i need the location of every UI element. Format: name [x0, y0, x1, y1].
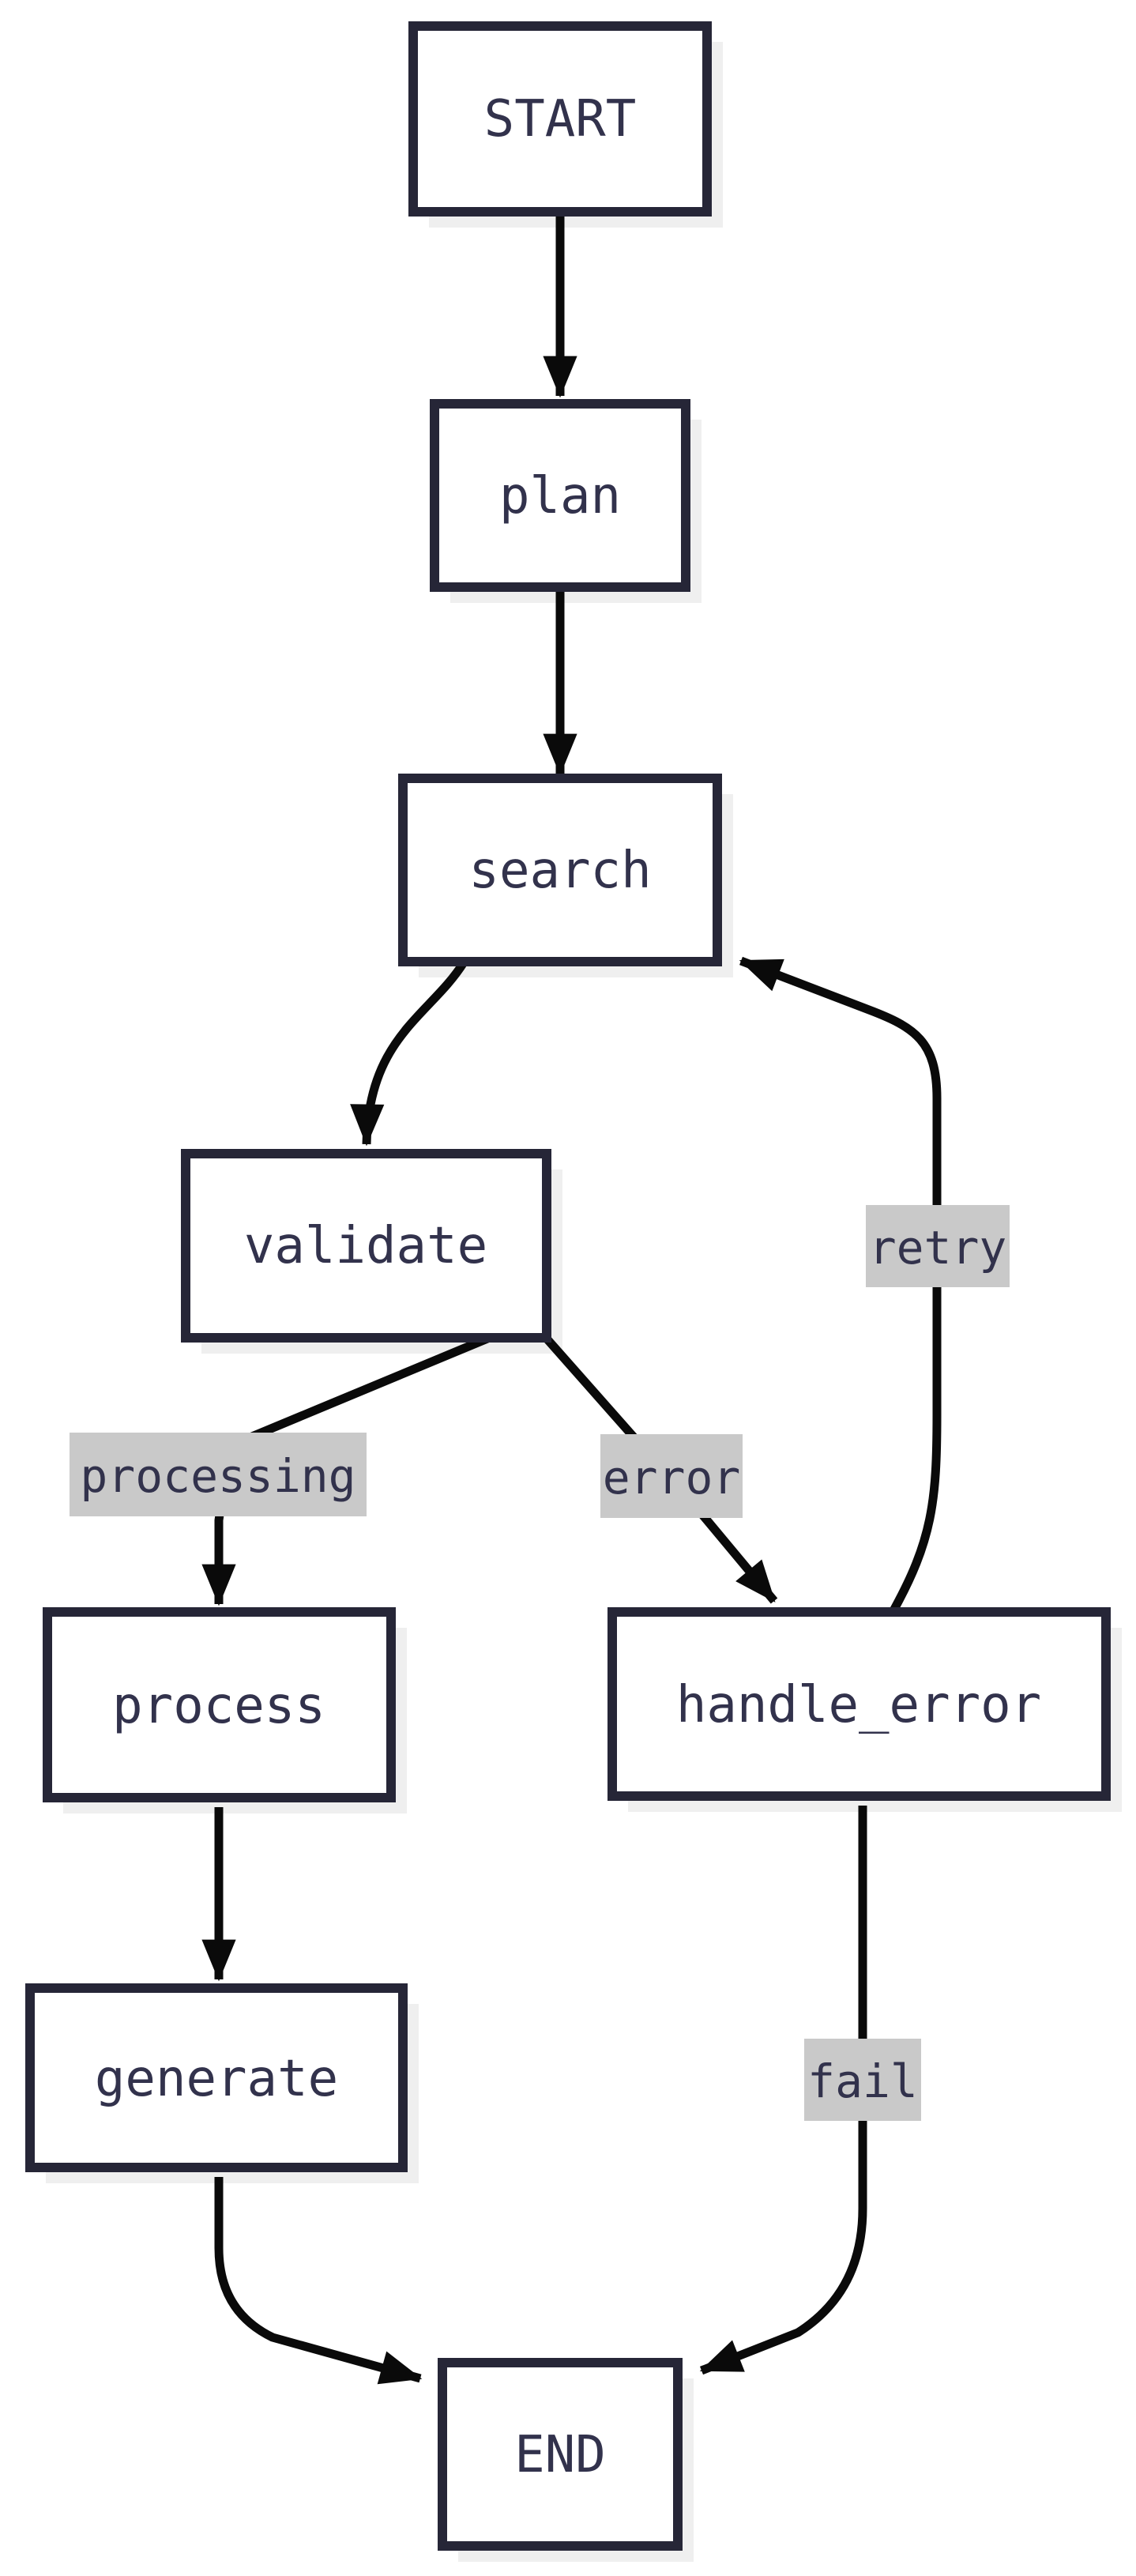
end-node-label: END: [514, 2426, 606, 2484]
search-node-label: search: [468, 842, 651, 900]
handle-error-node-box: [607, 1607, 1111, 1801]
edge-label-processing-text: processing: [80, 1449, 355, 1503]
node-search: search: [398, 774, 722, 966]
edge-label-processing: processing: [70, 1433, 367, 1516]
edge-label-retry: retry: [866, 1205, 1010, 1287]
plan-node-box: [430, 399, 690, 592]
edge-label-error-text: error: [603, 1451, 741, 1505]
edge-label-retry-bg: [866, 1205, 1010, 1287]
edge-label-error: error: [600, 1434, 743, 1518]
edge-label-retry-text: retry: [869, 1221, 1007, 1275]
edge-handle-error-to-search: [739, 956, 942, 1614]
start-node-box: [408, 21, 712, 217]
validate-node-label: validate: [244, 1217, 487, 1275]
edge-label-fail-bg: [804, 2039, 921, 2121]
plan-node-label: plan: [499, 467, 621, 525]
validate-node-box: [181, 1149, 551, 1343]
process-node-label: process: [112, 1677, 325, 1735]
node-process: process: [43, 1607, 396, 1802]
nodes: START plan search validate process handl…: [25, 21, 1111, 2551]
generate-node-label: generate: [95, 2050, 338, 2108]
process-node-box: [43, 1607, 396, 1802]
edge-search-to-validate: [350, 960, 468, 1147]
node-handle-error: handle_error: [607, 1607, 1111, 1801]
edge-handle-error-to-end: [699, 1806, 867, 2375]
node-start: START: [408, 21, 712, 217]
node-validate: validate: [181, 1149, 551, 1343]
node-plan: plan: [430, 399, 690, 592]
generate-node-box: [25, 1983, 408, 2172]
node-generate: generate: [25, 1983, 408, 2172]
edge-generate-to-end: [214, 2177, 423, 2385]
edge-label-processing-bg: [70, 1433, 367, 1516]
node-end: END: [438, 2358, 683, 2551]
start-node-label: START: [484, 90, 637, 149]
edge-label-fail-text: fail: [807, 2054, 918, 2108]
edge-label-error-bg: [600, 1434, 743, 1518]
edge-label-fail: fail: [804, 2039, 921, 2121]
edges: [201, 217, 942, 2385]
end-node-box: [438, 2358, 683, 2551]
search-node-box: [398, 774, 722, 966]
handle-error-node-label: handle_error: [676, 1676, 1041, 1734]
edge-labels: processing error retry fail: [70, 1205, 1010, 2121]
